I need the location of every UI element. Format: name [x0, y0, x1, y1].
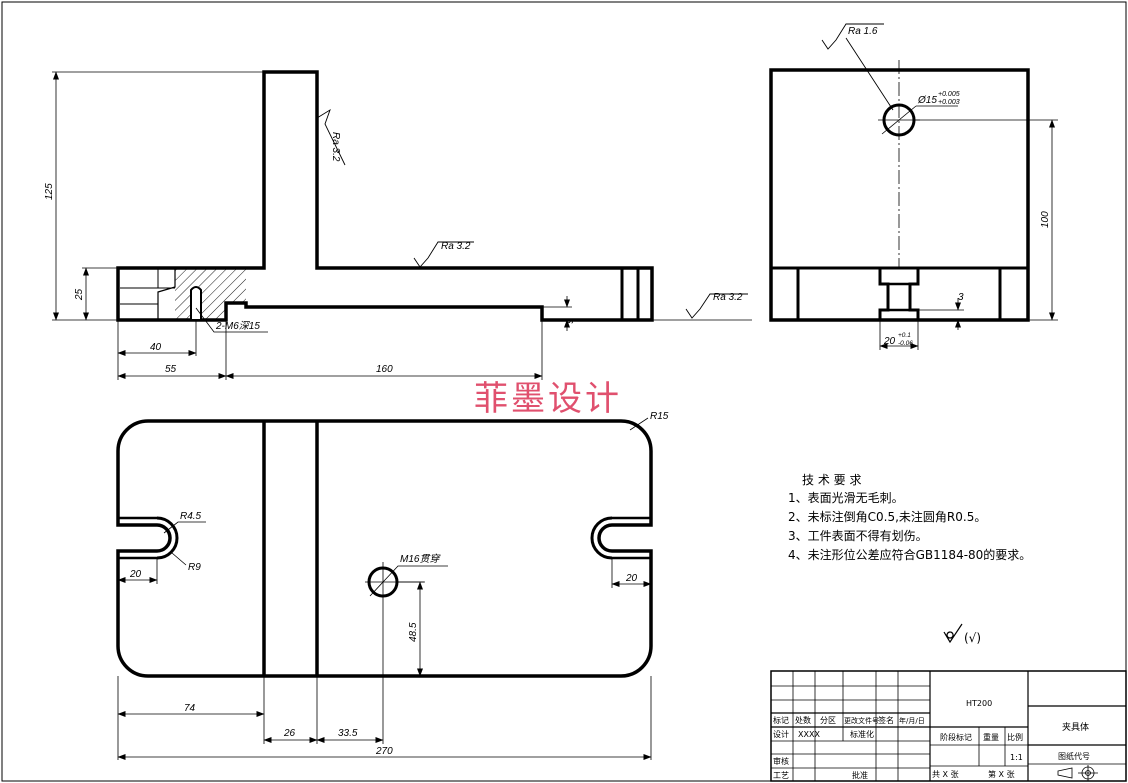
- title-block: [770, 670, 1127, 782]
- dimension-20-right: 20: [625, 573, 638, 584]
- roughness-symbol: [316, 108, 346, 166]
- tb-label-region: 分区: [820, 716, 836, 725]
- front-view: 125 25 40 55 160 6 2-M6深15 Ra 3.2 Ra 3.2…: [44, 70, 752, 380]
- bore-tolerance-upper: +0.005: [938, 91, 960, 98]
- title-block-text: 标记 处数 分区 更改文件号 签名 年/月/日 设计 XXXX 标准化 审核 工…: [773, 699, 1098, 781]
- radius-leader: [171, 552, 187, 566]
- dimension-40: 40: [150, 342, 162, 353]
- tb-label-weight: 重量: [983, 732, 999, 742]
- title-block-frame: [770, 670, 1127, 782]
- radius-leader: [629, 417, 649, 431]
- top-view-outline: [116, 419, 653, 678]
- bore-tolerance-lower: +0.003: [938, 99, 960, 106]
- tapped-hole: [190, 286, 202, 321]
- tb-label-stage-mark: 阶段标记: [940, 732, 972, 742]
- tech-requirement-item: 4、未注形位公差应符合GB1184-80的要求。: [788, 547, 1031, 562]
- tb-label-drawing-no: 图纸代号: [1058, 751, 1090, 761]
- radius-leader: [163, 521, 206, 534]
- tb-label-scale: 比例: [1007, 732, 1023, 742]
- tech-requirement-item: 2、未标注倒角C0.5,未注圆角R0.5。: [788, 509, 986, 524]
- roughness-bottom-face: Ra 3.2: [713, 292, 743, 303]
- section-hatching: [175, 268, 246, 320]
- tb-label-review: 审核: [773, 756, 789, 766]
- tb-label-signature: 签名: [878, 715, 894, 725]
- tb-label-design: 设计: [773, 729, 789, 739]
- tb-scale-value: 1:1: [1010, 753, 1023, 762]
- roughness-symbol: [413, 241, 474, 268]
- slot-tolerance-upper: +0.1: [898, 332, 911, 339]
- tb-design-value: XXXX: [798, 730, 820, 739]
- tb-label-process: 工艺: [773, 771, 789, 780]
- radius-r45: R4.5: [180, 511, 202, 522]
- tb-sheets-total: 共 X 张: [932, 770, 959, 779]
- slot-outer-arc: [590, 516, 613, 560]
- dimension-3: 3: [958, 292, 964, 303]
- dimension-33-5: 33.5: [338, 728, 358, 739]
- thread-leader: [195, 307, 268, 333]
- tb-material: HT200: [966, 699, 992, 708]
- side-view-t-slot: [878, 268, 920, 320]
- tech-requirements: 技 术 要 求 1、表面光滑无毛刺。 2、未标注倒角C0.5,未注圆角R0.5。…: [788, 473, 1031, 562]
- roughness-general: (√): [964, 631, 981, 645]
- radius-r15: R15: [650, 411, 669, 422]
- tb-part-name: 夹具体: [1062, 721, 1089, 733]
- thread-callout: 2-M6深15: [215, 320, 260, 332]
- bore-diameter: Ø15: [917, 95, 937, 106]
- tech-requirement-item: 1、表面光滑无毛刺。: [788, 491, 904, 505]
- tech-requirement-item: 3、工件表面不得有划伤。: [788, 528, 928, 543]
- side-view-outline: [769, 68, 1030, 322]
- dimension-26: 26: [283, 728, 296, 739]
- tb-label-count: 处数: [795, 715, 811, 725]
- roughness-symbol: [821, 23, 894, 111]
- slot-tolerance-lower: -0.06: [898, 340, 913, 347]
- dimension-74: 74: [184, 703, 196, 714]
- dimension-125: 125: [44, 183, 55, 200]
- dimension-20-left: 20: [129, 569, 142, 580]
- tb-label-standardize: 标准化: [850, 729, 874, 739]
- tb-label-date: 年/月/日: [899, 716, 925, 725]
- projection-symbol-icon: [1057, 765, 1098, 781]
- slot-outer-arc: [156, 516, 179, 560]
- dimension-270: 270: [375, 746, 393, 757]
- roughness-general-icon: [943, 623, 963, 644]
- dimension-48-5: 48.5: [408, 622, 419, 642]
- top-view: R15 R4.5 R9 20 20 M16贯穿 48.5 74 26 33.5 …: [116, 411, 669, 760]
- dimension-25: 25: [74, 288, 85, 301]
- tb-label-approve: 批准: [852, 770, 868, 780]
- hole-leader: [369, 565, 448, 597]
- dimension-100: 100: [1040, 211, 1051, 228]
- tech-requirements-title: 技 术 要 求: [802, 473, 861, 487]
- slot-width: 20: [883, 336, 896, 347]
- side-view: Ø15 +0.005 +0.003 Ra 1.6 100 3 20 +0.1 -…: [769, 23, 1058, 350]
- dimension-160: 160: [376, 364, 393, 375]
- dimension-6: 6: [563, 318, 574, 324]
- section-break-line: [157, 268, 176, 320]
- roughness-top-face: Ra 3.2: [441, 241, 471, 252]
- roughness-vertical-face: Ra 3.2: [330, 132, 341, 162]
- radius-r9: R9: [188, 562, 201, 573]
- tb-label-change-doc: 更改文件号: [844, 716, 879, 725]
- tb-sheet-no: 第 X 张: [988, 769, 1015, 779]
- dimension-55: 55: [165, 364, 177, 375]
- roughness-symbol: [685, 293, 748, 319]
- bore-leader: [881, 105, 917, 135]
- roughness-bore: Ra 1.6: [848, 26, 878, 37]
- tb-label-mark: 标记: [773, 715, 789, 725]
- through-hole-callout: M16贯穿: [400, 553, 441, 565]
- watermark-text: 菲墨设计: [474, 379, 622, 419]
